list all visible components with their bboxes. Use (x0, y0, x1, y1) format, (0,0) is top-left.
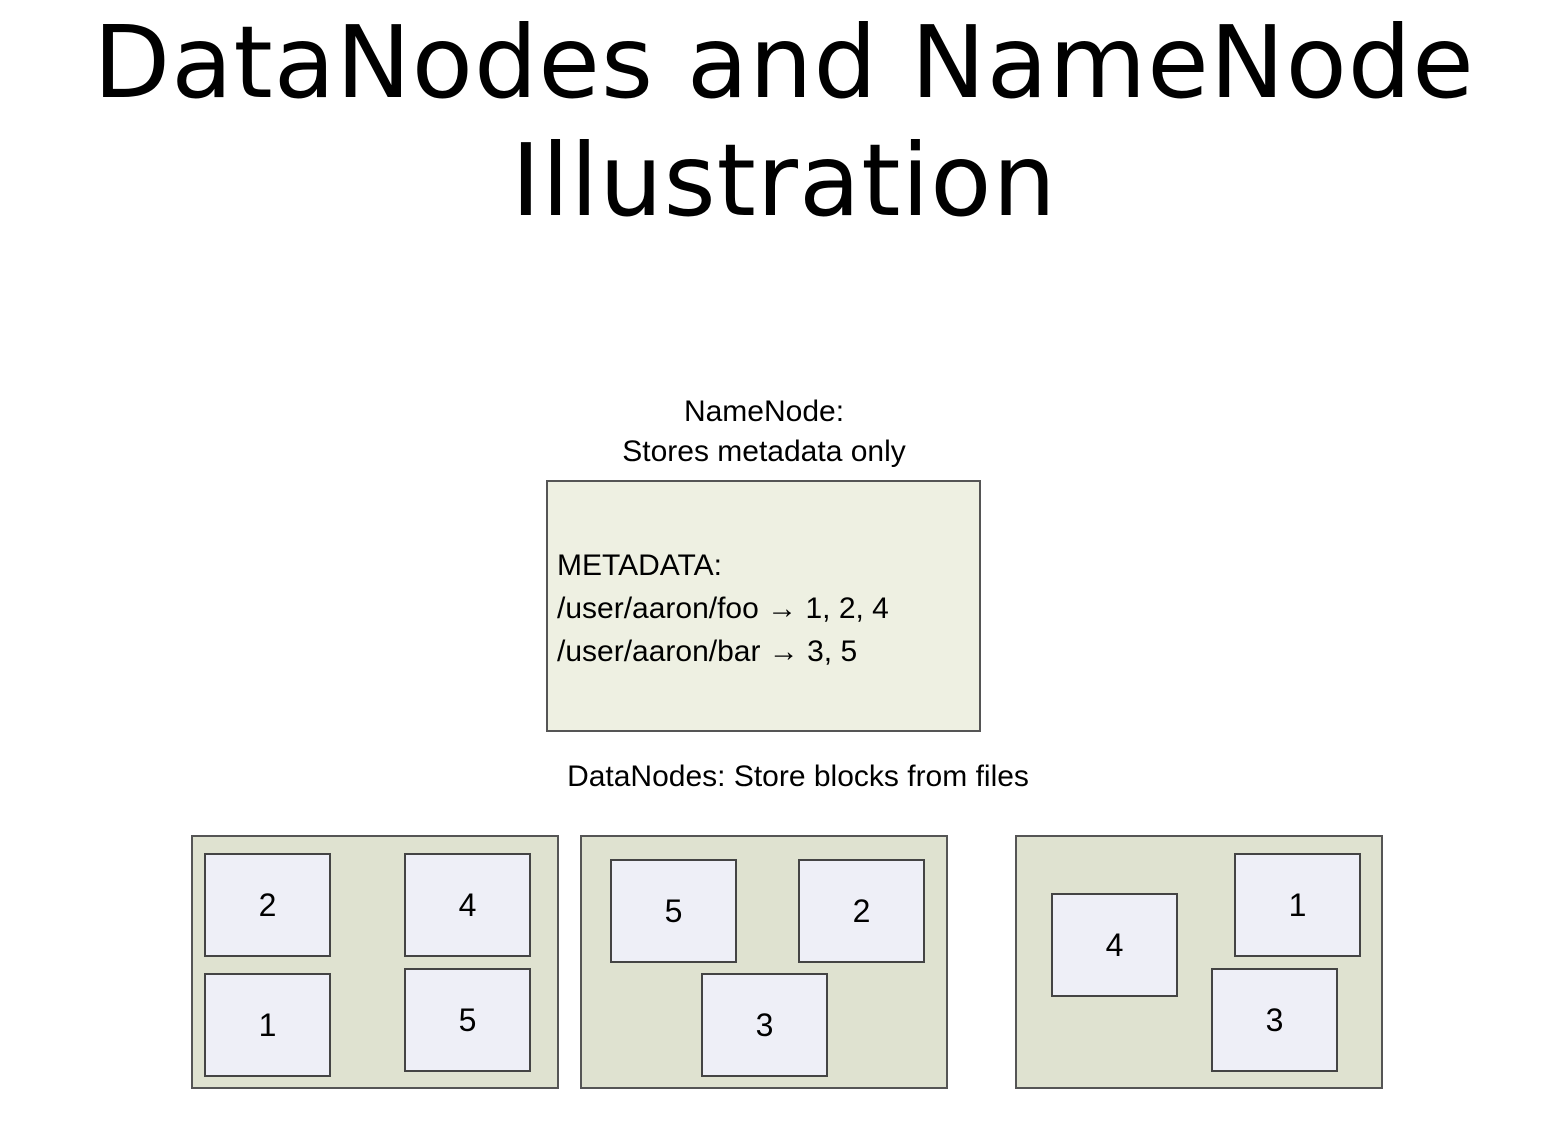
title-line-1: DataNodes and NameNode (93, 4, 1475, 121)
block: 5 (610, 859, 737, 963)
block: 4 (404, 853, 531, 957)
page-title: DataNodes and NameNode Illustration (0, 4, 1568, 240)
datanodes-caption: DataNodes: Store blocks from files (567, 760, 1029, 793)
namenode-caption-line-1: NameNode: (683, 395, 845, 428)
block: 1 (204, 973, 331, 1077)
namenode-caption: NameNode: Stores metadata only (564, 392, 964, 472)
block: 4 (1051, 893, 1178, 997)
namenode-box: METADATA: /user/aaron/foo → 1, 2, 4 /use… (546, 480, 981, 732)
title-line-2: Illustration (511, 122, 1057, 239)
metadata-line-bar: /user/aaron/bar → 3, 5 (557, 635, 858, 668)
namenode-caption-line-2: Stores metadata only (622, 435, 906, 468)
block: 2 (798, 859, 925, 963)
metadata-text: METADATA: /user/aaron/foo → 1, 2, 4 /use… (557, 544, 889, 673)
block: 1 (1234, 853, 1361, 957)
datanode-3: 4 1 3 (1015, 835, 1383, 1089)
block: 3 (1211, 968, 1338, 1072)
block: 5 (404, 968, 531, 1072)
metadata-header: METADATA: (557, 549, 722, 582)
datanode-1: 2 4 1 5 (191, 835, 559, 1089)
metadata-line-foo: /user/aaron/foo → 1, 2, 4 (557, 592, 889, 625)
block: 3 (701, 973, 828, 1077)
datanode-2: 5 2 3 (580, 835, 948, 1089)
block: 2 (204, 853, 331, 957)
